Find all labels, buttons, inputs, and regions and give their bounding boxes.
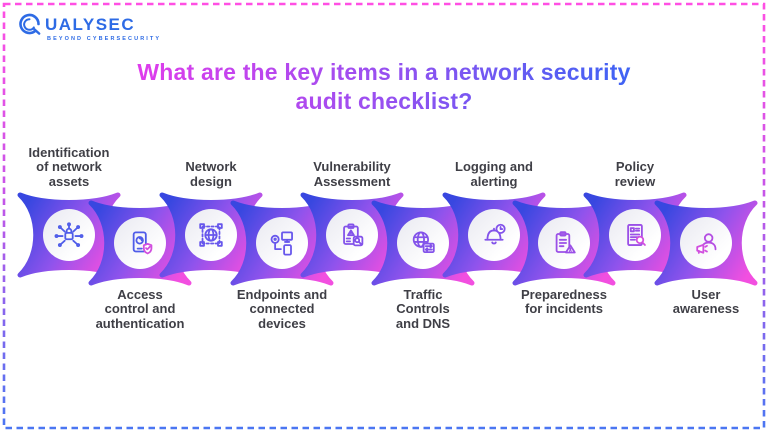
title-line-2: audit checklist? xyxy=(295,87,473,114)
audit-item-endpoints-connected-devices: Endpoints and connected devices xyxy=(228,199,336,330)
icon-circle xyxy=(114,217,166,269)
icon-circle xyxy=(43,209,95,261)
audit-item-network-design: Network design xyxy=(157,160,265,279)
icon-circle xyxy=(680,217,732,269)
audit-item-label: Policy review xyxy=(614,159,656,189)
icon-circle xyxy=(256,217,308,269)
user-megaphone-icon xyxy=(696,233,717,254)
audit-item-label: Traffic Controls and DNS xyxy=(395,287,451,331)
qualysec-logo: UALYSEC BEYOND CYBERSECURITY xyxy=(16,11,161,42)
audit-item-user-awareness: User awareness xyxy=(652,199,760,316)
audit-item-access-control-authentication: Access control and authentication xyxy=(86,199,194,330)
audit-item-identification-of-network-assets: Identification of network assets xyxy=(15,145,123,279)
audit-item-logging-alerting: Logging and alerting xyxy=(440,160,548,279)
phone-shield-auth-icon xyxy=(132,231,153,255)
audit-item-label: Logging and alerting xyxy=(455,159,533,189)
audit-item-label: Endpoints and connected devices xyxy=(236,287,328,331)
audit-item-label: Preparedness for incidents xyxy=(521,287,607,317)
network-assets-lock-icon xyxy=(54,222,84,248)
icon-circle xyxy=(538,217,590,269)
title-line-1: What are the key items in a network secu… xyxy=(137,59,631,85)
page-title: What are the key items in a network secu… xyxy=(0,58,768,116)
icon-circle xyxy=(468,209,520,261)
audit-item-traffic-controls-dns: Traffic Controls and DNS xyxy=(369,199,477,330)
audit-item-label: Network design xyxy=(185,159,237,189)
icon-circle xyxy=(185,209,237,261)
icon-circle xyxy=(397,217,449,269)
clipboard-warning-icon xyxy=(555,231,576,254)
audit-item-preparedness-incidents: Preparedness for incidents xyxy=(510,199,618,316)
audit-item-label: User awareness xyxy=(672,287,740,317)
document-magnifier-icon xyxy=(627,224,646,246)
bell-clock-icon xyxy=(484,223,506,245)
audit-item-label: Vulnerability Assessment xyxy=(313,159,391,189)
icon-circle xyxy=(609,209,661,261)
globe-nodes-icon xyxy=(199,223,223,247)
audit-item-policy-review: Policy review xyxy=(581,160,689,279)
logo-q-icon xyxy=(19,13,41,35)
connected-devices-icon xyxy=(270,231,293,256)
logo-tagline: BEYOND CYBERSECURITY xyxy=(47,36,162,42)
audit-item-vulnerability-assessment: Vulnerability Assessment xyxy=(298,160,406,279)
audit-item-label: Access control and authentication xyxy=(95,287,185,331)
logo-brand-text: UALYSEC xyxy=(45,15,136,34)
checklist-warning-magnifier-icon xyxy=(343,223,364,247)
icon-circle xyxy=(326,209,378,261)
globe-transfer-icon xyxy=(412,231,435,254)
audit-item-label: Identification of network assets xyxy=(28,145,110,189)
